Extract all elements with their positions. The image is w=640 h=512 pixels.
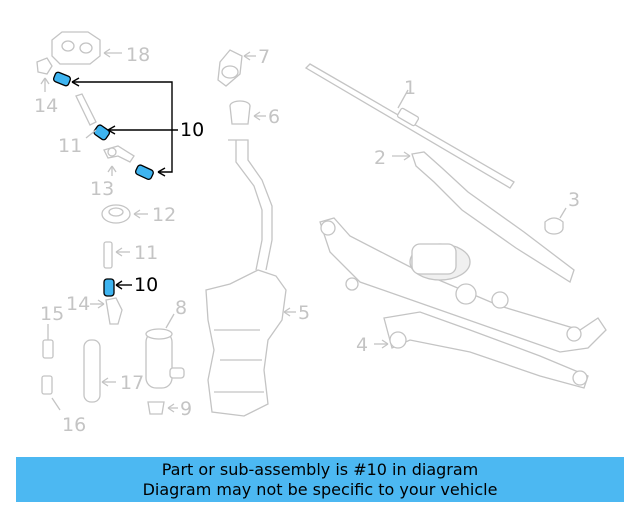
- callout-3: 3: [568, 189, 580, 211]
- callout-17: 17: [120, 372, 144, 394]
- callout-6: 6: [268, 106, 280, 128]
- part-1-wiper-blade: [304, 63, 515, 189]
- callout-18: 18: [126, 44, 150, 66]
- parts-diagram: 18 14 10 11 13 12: [34, 31, 607, 436]
- part-16-fitting: [41, 375, 61, 411]
- callout-13: 13: [90, 178, 114, 200]
- callout-11-lower: 11: [134, 242, 158, 264]
- part-15-fitting: [42, 324, 54, 359]
- part-14-connector-lower: [90, 297, 123, 325]
- callout-14-top: 14: [34, 95, 58, 117]
- callout-15: 15: [40, 303, 64, 325]
- part-13-y-connector: [103, 145, 135, 176]
- callout-10-lower: 10: [134, 274, 158, 296]
- callout-16: 16: [62, 414, 86, 436]
- part-6-neck: [229, 100, 266, 125]
- info-banner: Part or sub-assembly is #10 in diagram D…: [16, 457, 624, 502]
- part-17-hose: [83, 339, 116, 403]
- callout-14-lower: 14: [66, 293, 90, 315]
- part-2-wiper-arm: [392, 151, 575, 283]
- banner-line-2: Diagram may not be specific to your vehi…: [142, 479, 498, 499]
- banner-line-1: Part or sub-assembly is #10 in diagram: [161, 459, 479, 479]
- part-12-grommet: [101, 204, 148, 224]
- callout-11-top: 11: [58, 135, 82, 157]
- part-10-hose-connector-lower: [103, 278, 132, 297]
- part-5-reservoir: [205, 139, 296, 417]
- part-11-hose-top: [75, 93, 97, 139]
- part-18-bracket: [51, 31, 122, 65]
- part-3-cap: [544, 207, 567, 235]
- callout-7: 7: [258, 46, 270, 68]
- part-10-hose-connectors: [52, 71, 178, 180]
- part-7-cap: [217, 49, 256, 87]
- callout-5: 5: [298, 302, 310, 324]
- callout-1: 1: [404, 77, 416, 99]
- callout-12: 12: [152, 204, 176, 226]
- callout-9: 9: [180, 398, 192, 420]
- part-4-linkage: [319, 217, 607, 389]
- callout-8: 8: [175, 297, 187, 319]
- part-11-hose-lower: [103, 241, 130, 269]
- part-9-grommet: [147, 401, 178, 415]
- part-14-connector-top: [36, 57, 53, 92]
- callout-4: 4: [356, 334, 368, 356]
- callout-2: 2: [374, 147, 386, 169]
- part-8-pump: [145, 313, 185, 389]
- callout-10-top: 10: [180, 119, 204, 141]
